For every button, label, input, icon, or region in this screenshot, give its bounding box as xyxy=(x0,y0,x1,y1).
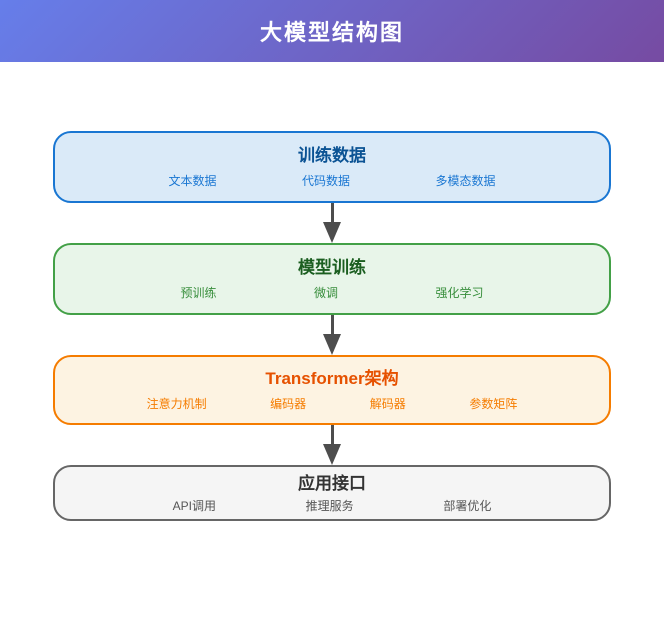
layer-title: 应用接口 xyxy=(298,473,366,493)
layer-item: API调用 xyxy=(172,498,216,513)
layer-items-row: API调用 推理服务 部署优化 xyxy=(55,499,609,513)
arrow-stem xyxy=(330,203,334,222)
arrow-stem xyxy=(330,315,334,334)
layer-item: 文本数据 xyxy=(168,174,217,188)
layer-training-data: 训练数据 文本数据 代码数据 多模态数据 xyxy=(53,131,611,203)
arrow-head xyxy=(323,334,341,355)
layer-item: 微调 xyxy=(313,286,338,300)
arrow-head xyxy=(323,222,341,243)
header-banner: 大模型结构图 xyxy=(0,0,664,62)
layer-transformer-architecture: Transformer架构 注意力机制 编码器 解码器 参数矩阵 xyxy=(53,355,611,425)
page-title: 大模型结构图 xyxy=(259,20,404,45)
arrow-down-icon xyxy=(0,203,664,243)
arrow-down-icon xyxy=(0,315,664,355)
layer-item: 注意力机制 xyxy=(146,397,207,411)
arrow-stem xyxy=(330,425,334,444)
layer-item: 推理服务 xyxy=(305,498,354,513)
layer-item: 参数矩阵 xyxy=(469,397,518,411)
layer-title: Transformer架构 xyxy=(265,369,399,388)
layer-items-row: 文本数据 代码数据 多模态数据 xyxy=(55,174,609,188)
layer-title: 训练数据 xyxy=(298,146,366,165)
layer-item: 强化学习 xyxy=(435,286,484,300)
layer-item: 解码器 xyxy=(369,397,406,411)
layer-item: 编码器 xyxy=(270,397,307,411)
arrow-down-icon xyxy=(0,425,664,465)
layer-title: 模型训练 xyxy=(298,258,366,277)
layer-item: 部署优化 xyxy=(443,498,492,513)
arrow-head xyxy=(323,444,341,465)
layer-items-row: 注意力机制 编码器 解码器 参数矩阵 xyxy=(55,397,609,411)
layer-item: 预训练 xyxy=(180,286,217,300)
layer-application-interface: 应用接口 API调用 推理服务 部署优化 xyxy=(53,465,611,521)
diagram-canvas: 训练数据 文本数据 代码数据 多模态数据 模型训练 预训练 微调 强化学习 xyxy=(0,62,664,521)
layer-items-row: 预训练 微调 强化学习 xyxy=(55,286,609,300)
layer-model-training: 模型训练 预训练 微调 强化学习 xyxy=(53,243,611,315)
layer-item: 多模态数据 xyxy=(435,174,496,188)
layer-item: 代码数据 xyxy=(301,174,350,188)
